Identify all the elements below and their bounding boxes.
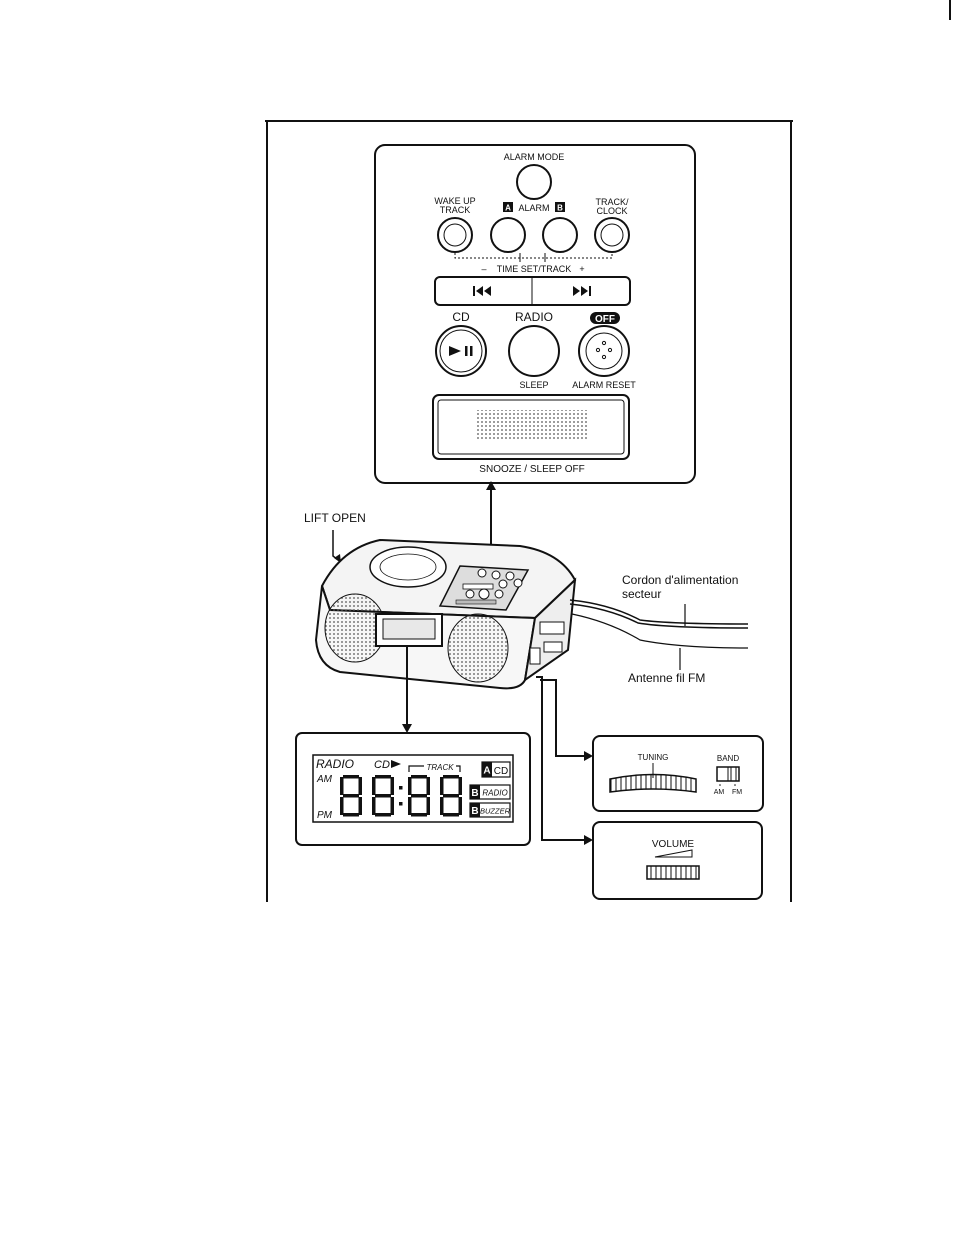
power-cord-label-2: secteur xyxy=(622,587,661,601)
tuning-pointer-arrowhead xyxy=(584,751,593,761)
lift-open-label: LIFT OPEN xyxy=(304,511,366,525)
volume-pointer-arrowhead xyxy=(584,835,593,845)
tuning-label: TUNING xyxy=(638,753,669,762)
lcd-track-bracket xyxy=(408,765,461,772)
lcd-alarm-a-tag: A xyxy=(483,766,490,777)
snooze-sleep-off-button[interactable] xyxy=(432,394,630,460)
volume-ramp-icon xyxy=(654,849,693,858)
lcd-digit-2 xyxy=(372,775,394,817)
track-clock-button[interactable] xyxy=(594,217,630,253)
time-set-track-label: TIME SET/TRACK xyxy=(497,264,572,274)
control-panel: ALARM MODE WAKE UP TRACK A ALARM B TRACK… xyxy=(374,144,696,484)
lcd-display-panel: RADIO CD TRACK AM PM xyxy=(295,732,531,846)
radio-sleep-button[interactable] xyxy=(508,325,560,377)
volume-dial[interactable] xyxy=(646,865,700,880)
tuning-panel: TUNING BAND AM FM xyxy=(592,735,764,812)
cd-lid[interactable] xyxy=(369,546,447,588)
lcd-digit-3 xyxy=(408,775,430,817)
cd-label: CD xyxy=(452,310,470,324)
lcd-play-icon xyxy=(391,760,401,768)
lcd-cd-indicator: CD xyxy=(374,759,390,771)
lcd-radio-indicator: RADIO xyxy=(316,757,354,771)
track-clock-label-2: CLOCK xyxy=(596,206,627,216)
next-track-icon[interactable] xyxy=(535,285,625,299)
sleep-label: SLEEP xyxy=(519,380,548,390)
lcd-colon-top xyxy=(399,786,403,790)
fm-antenna-label: Antenne fil FM xyxy=(628,671,705,685)
time-set-minus: – xyxy=(481,264,486,274)
play-pause-icon xyxy=(449,346,473,356)
band-am-label: AM xyxy=(714,789,725,796)
lcd-digits xyxy=(340,775,462,817)
alarm-mode-label: ALARM MODE xyxy=(504,152,565,162)
lcd-digit-1 xyxy=(340,775,362,817)
lcd-alarm-b-tag-buzzer: B xyxy=(471,806,478,817)
lcd-track-indicator: TRACK xyxy=(426,763,454,772)
clock-radio-unit xyxy=(314,538,577,690)
lcd-am-indicator: AM xyxy=(316,774,333,785)
alarm-label: ALARM xyxy=(518,203,549,213)
alarm-b-button[interactable] xyxy=(542,217,578,253)
alarm-a-button[interactable] xyxy=(490,217,526,253)
off-badge xyxy=(590,312,620,324)
lift-open-pointer xyxy=(332,530,339,561)
time-set-bracket xyxy=(454,253,613,259)
off-alarm-reset-button[interactable] xyxy=(578,325,630,377)
off-label: OFF xyxy=(595,314,615,325)
wake-up-label: WAKE UP xyxy=(434,196,475,206)
speaker-grille-right xyxy=(447,613,509,683)
lcd-colon-bottom xyxy=(399,802,403,806)
lcd-alarm-a-cd: CD xyxy=(494,766,508,777)
snooze-sleep-off-label: SNOOZE / SLEEP OFF xyxy=(479,464,584,475)
panel-pointer-arrowhead xyxy=(486,481,496,490)
lcd-digit-4 xyxy=(440,775,462,817)
wake-up-track-button-inner xyxy=(443,223,467,247)
volume-label: VOLUME xyxy=(652,839,695,850)
wake-up-track-label: TRACK xyxy=(440,205,471,215)
alarm-a-badge xyxy=(503,202,513,212)
alarm-b-tag: B xyxy=(557,204,563,213)
track-clock-button-inner xyxy=(600,223,624,247)
track-clock-label-1: TRACK/ xyxy=(595,197,629,207)
alarm-reset-label: ALARM RESET xyxy=(572,380,636,390)
tuning-pointer-line xyxy=(540,679,586,757)
lcd-pm-indicator: PM xyxy=(317,810,333,821)
band-switch[interactable] xyxy=(716,766,740,782)
power-cord-label-1: Cordon d'alimentation xyxy=(622,573,738,587)
prev-track-icon[interactable] xyxy=(445,285,535,299)
lcd-alarm-b-tag-radio: B xyxy=(471,788,478,799)
band-fm-label: FM xyxy=(732,789,742,796)
wake-up-track-button[interactable] xyxy=(437,217,473,253)
time-set-plus: + xyxy=(579,264,584,274)
volume-panel: VOLUME xyxy=(592,821,763,900)
tuning-dial[interactable] xyxy=(609,773,697,793)
display-pointer-arrowhead xyxy=(402,724,412,733)
fm-antenna-wire xyxy=(571,613,749,649)
alarm-a-tag: A xyxy=(505,204,511,213)
lcd-alarm-b-radio: RADIO xyxy=(482,789,507,798)
power-cord xyxy=(569,599,749,629)
outer-frame xyxy=(265,120,793,902)
alarm-mode-button[interactable] xyxy=(516,164,552,200)
volume-pointer-line xyxy=(536,676,586,841)
band-label: BAND xyxy=(717,754,739,763)
radio-label: RADIO xyxy=(515,310,553,324)
alarm-b-badge xyxy=(555,202,565,212)
lcd-alarm-b-buzzer: BUZZER xyxy=(480,807,511,816)
